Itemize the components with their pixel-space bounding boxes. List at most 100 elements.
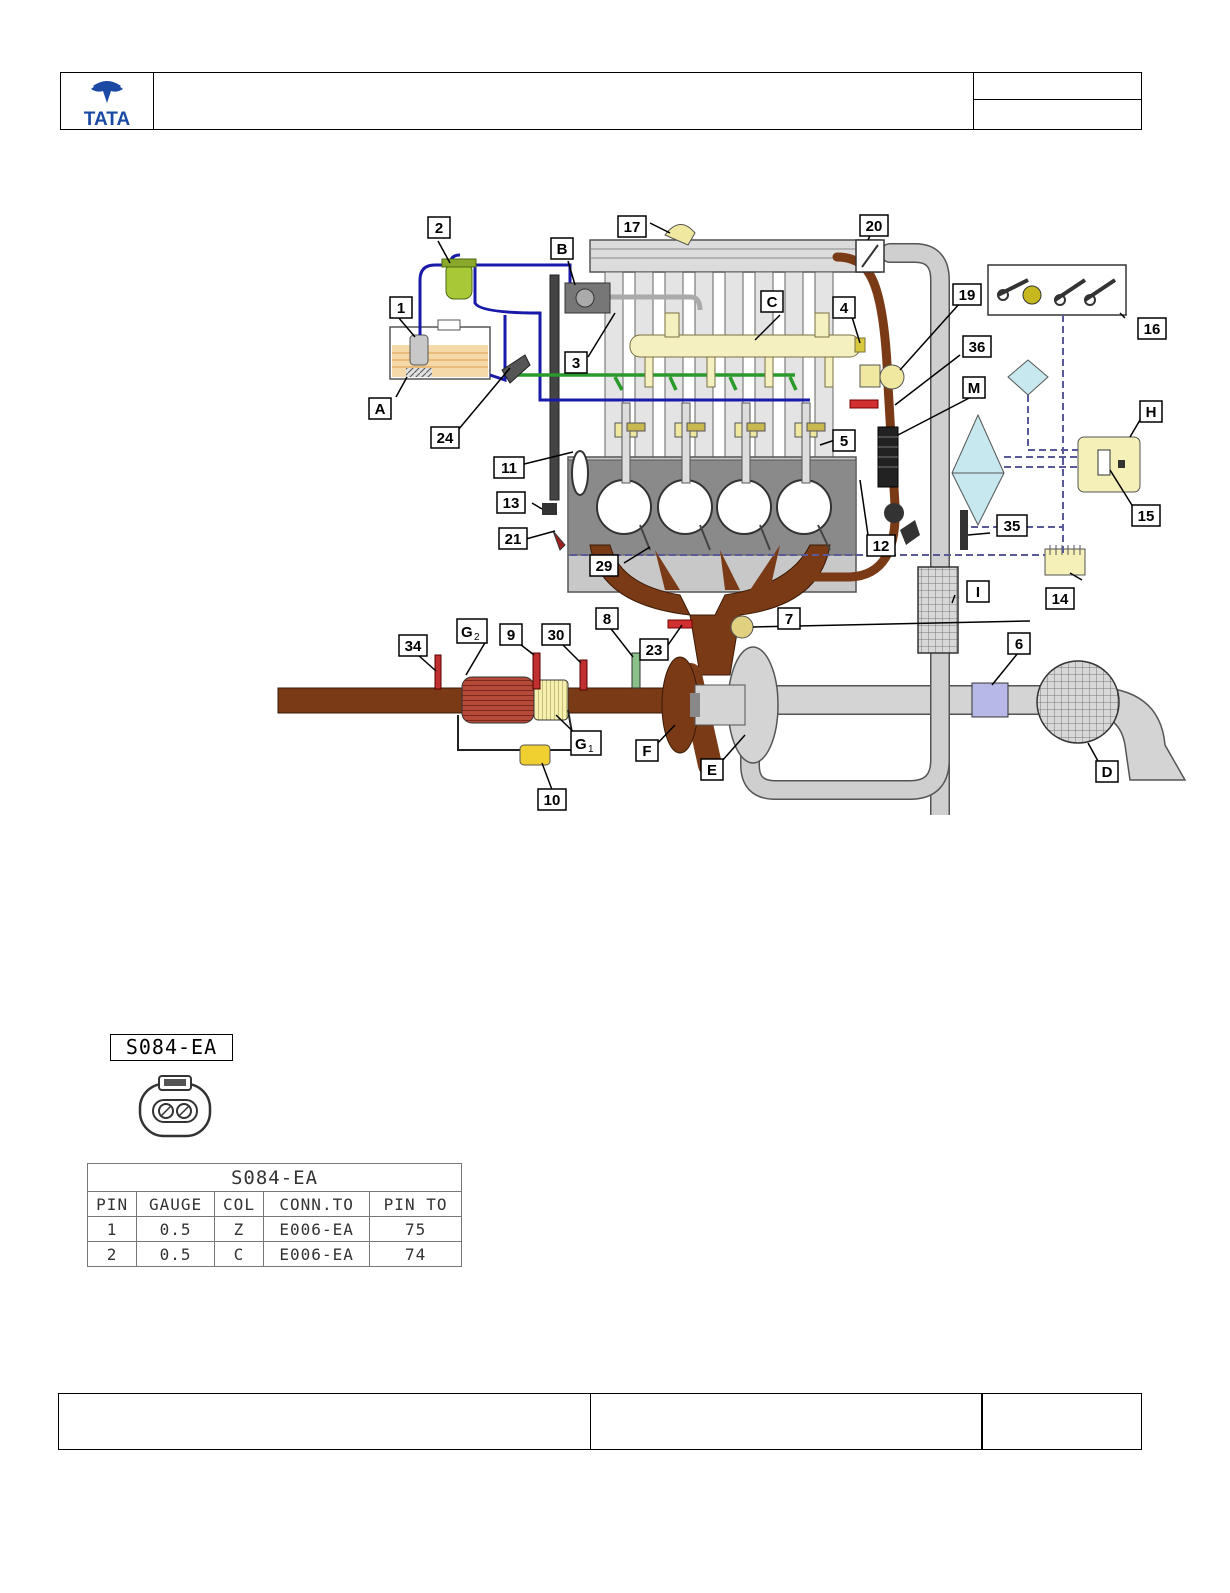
- svg-text:A: A: [375, 401, 386, 418]
- svg-text:12: 12: [873, 538, 890, 555]
- callout-15: 15: [1131, 504, 1161, 527]
- callout-17: 17: [617, 215, 647, 238]
- pin-table-title: S084-EA: [87, 1163, 462, 1192]
- col-header-col: COL: [213, 1191, 265, 1217]
- callout-8: 8: [595, 607, 619, 630]
- header-right-cell: [973, 73, 1142, 129]
- fuel-lines: [418, 253, 810, 402]
- fuel-filter: [441, 258, 477, 300]
- callout-A: A: [368, 397, 392, 420]
- callout-12: 12: [866, 534, 896, 557]
- intake-manifold: [589, 239, 881, 458]
- pedal-box: [987, 264, 1127, 316]
- intercooler: [917, 566, 959, 654]
- callout-24: 24: [430, 426, 460, 449]
- signal-wiring: [570, 315, 1078, 556]
- svg-text:3: 3: [572, 355, 580, 372]
- svg-text:14: 14: [1052, 591, 1069, 608]
- dpf-assembly: [457, 676, 577, 751]
- cell-pin: 1: [86, 1216, 138, 1242]
- col-header-pin: PIN: [86, 1191, 138, 1217]
- svg-text:2: 2: [435, 220, 443, 237]
- cell-col: C: [213, 1241, 265, 1267]
- footer-cell-right: [982, 1393, 1142, 1450]
- svg-text:11: 11: [501, 460, 517, 477]
- svg-text:1: 1: [588, 744, 594, 755]
- col-header-conn-to: CONN.TO: [263, 1191, 371, 1217]
- callout-F: F: [635, 739, 659, 762]
- svg-text:23: 23: [646, 642, 663, 659]
- callout-20: 20: [859, 214, 889, 237]
- cell-gauge: 0.5: [136, 1216, 215, 1242]
- common-rail: [629, 312, 866, 388]
- cell-pin-to: 75: [369, 1216, 462, 1242]
- svg-text:E: E: [707, 762, 717, 779]
- svg-text:19: 19: [959, 287, 976, 304]
- callout-23: 23: [639, 638, 669, 661]
- svg-text:21: 21: [505, 531, 522, 548]
- svg-text:6: 6: [1015, 636, 1023, 653]
- svg-text:10: 10: [544, 792, 561, 809]
- svg-text:M: M: [968, 380, 981, 397]
- svg-text:15: 15: [1138, 508, 1155, 525]
- callout-B: B: [550, 237, 574, 260]
- indicator-diamonds: [951, 359, 1049, 527]
- injectors: [614, 402, 826, 484]
- svg-text:17: 17: [624, 219, 641, 236]
- throttle-body: [855, 239, 885, 273]
- svg-text:8: 8: [603, 611, 611, 628]
- callout-2: 2: [427, 216, 451, 239]
- svg-text:H: H: [1146, 404, 1157, 421]
- ecu: [1077, 436, 1141, 493]
- sensors: [434, 224, 968, 766]
- tata-logo-icon: TATA: [84, 81, 131, 130]
- callout-D: D: [1095, 760, 1119, 783]
- glow-plugs: [639, 524, 831, 551]
- table-row: 2 0.5 C E006-EA 74: [86, 1241, 462, 1267]
- callout-14: 14: [1045, 587, 1075, 610]
- svg-text:29: 29: [596, 558, 613, 575]
- callout-3: 3: [564, 351, 588, 374]
- svg-text:G: G: [461, 624, 473, 641]
- svg-text:4: 4: [840, 300, 849, 317]
- callout-19: 19: [952, 283, 982, 306]
- callout-6: 6: [1007, 632, 1031, 655]
- svg-text:16: 16: [1144, 321, 1161, 338]
- cell-col: Z: [213, 1216, 265, 1242]
- svg-text:2: 2: [474, 632, 480, 643]
- callout-13: 13: [496, 491, 526, 514]
- header-title-cell: [153, 73, 973, 129]
- svg-text:13: 13: [503, 495, 520, 512]
- fuel-tank: [389, 319, 491, 380]
- callout-29: 29: [589, 554, 619, 577]
- col-header-pin-to: PIN TO: [369, 1191, 462, 1217]
- cell-gauge: 0.5: [136, 1241, 215, 1267]
- page-header: TATA: [60, 72, 1142, 130]
- callout-9: 9: [499, 623, 523, 646]
- pin-table-header: PIN GAUGE COL CONN.TO PIN TO: [86, 1191, 462, 1217]
- svg-text:35: 35: [1004, 518, 1021, 535]
- svg-text:1: 1: [397, 300, 405, 317]
- callout-5: 5: [832, 429, 856, 452]
- callout-labels: 1234567891011121314151617192021232429303…: [368, 214, 1167, 811]
- connector-id-label: S084-EA: [110, 1034, 233, 1061]
- svg-text:C: C: [767, 294, 778, 311]
- svg-text:30: 30: [548, 627, 565, 644]
- air-filter: [1036, 660, 1187, 781]
- logo-text: TATA: [84, 109, 131, 129]
- svg-text:I: I: [976, 584, 980, 601]
- footer-cell-left: [58, 1393, 591, 1450]
- callout-M: M: [962, 376, 986, 399]
- callout-10: 10: [537, 788, 567, 811]
- svg-text:24: 24: [437, 430, 454, 447]
- table-row: 1 0.5 Z E006-EA 75: [86, 1216, 462, 1242]
- svg-text:36: 36: [969, 339, 986, 356]
- col-header-gauge: GAUGE: [136, 1191, 215, 1217]
- callout-34: 34: [398, 634, 428, 657]
- callout-H: H: [1139, 400, 1163, 423]
- svg-text:F: F: [642, 743, 651, 760]
- connector-pin-table: S084-EA PIN GAUGE COL CONN.TO PIN TO 1 0…: [86, 1163, 462, 1267]
- air-mass-meter: [971, 682, 1009, 718]
